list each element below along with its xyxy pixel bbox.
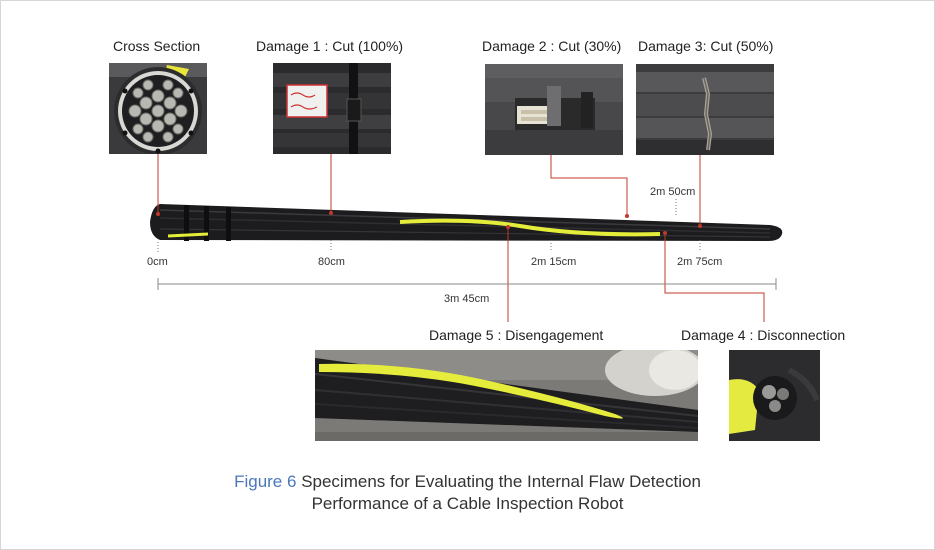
damage-3-photo <box>636 64 774 155</box>
cable-strand <box>159 217 771 234</box>
cable-strand <box>159 228 771 238</box>
measure-2m75cm: 2m 75cm <box>677 256 723 268</box>
label-damage-3: Damage 3: Cut (50%) <box>638 38 774 54</box>
cable-clamp <box>204 206 209 241</box>
figure-number: Figure 6 <box>234 472 297 491</box>
cable-clamp <box>226 207 231 241</box>
damage-1-photo <box>273 63 391 154</box>
leader-dot <box>698 224 702 228</box>
marker-tape <box>167 232 209 238</box>
label-damage-5: Damage 5 : Disengagement <box>429 327 604 343</box>
cable-clamp <box>184 205 189 241</box>
leader-dot <box>625 214 629 218</box>
label-damage-2: Damage 2 : Cut (30%) <box>482 38 622 54</box>
measure-80cm: 80cm <box>318 256 345 268</box>
label-damage-1: Damage 1 : Cut (100%) <box>256 38 404 54</box>
caption-line-2: Performance of a Cable Inspection Robot <box>311 494 624 513</box>
cross-section-photo <box>109 63 207 154</box>
label-cross-section: Cross Section <box>113 38 201 54</box>
measure-total-length: 3m 45cm <box>444 293 490 305</box>
caption-line-1: Figure 6 Specimens for Evaluating the In… <box>0 471 935 493</box>
measure-2m15cm: 2m 15cm <box>531 256 577 268</box>
damage-2-photo <box>485 64 623 155</box>
label-damage-4: Damage 4 : Disconnection <box>681 327 846 343</box>
damage-4-photo <box>729 350 820 441</box>
leader-damage-4 <box>664 233 765 322</box>
measure-2m50cm: 2m 50cm <box>650 186 696 198</box>
leader-dot <box>663 231 667 235</box>
leader-dot <box>329 211 333 215</box>
leader-dot <box>506 225 510 229</box>
caption-text-1: Specimens for Evaluating the Internal Fl… <box>301 472 701 491</box>
leader-damage-2 <box>550 155 628 216</box>
marker-tape-damage-5 <box>399 218 661 237</box>
damage-5-photo <box>315 350 698 441</box>
figure-caption: Figure 6 Specimens for Evaluating the In… <box>0 471 935 515</box>
measure-0cm: 0cm <box>147 256 168 268</box>
leader-dot <box>156 212 160 216</box>
